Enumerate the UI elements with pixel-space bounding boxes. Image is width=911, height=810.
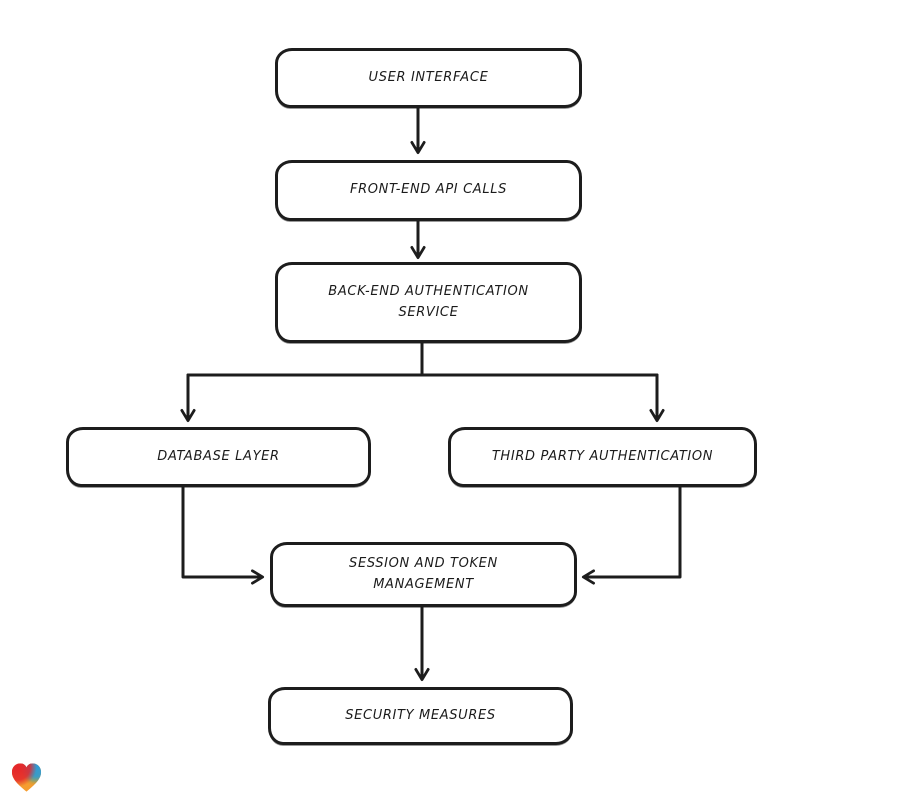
node-label: DATABASE LAYER	[157, 448, 280, 464]
node-label: FRONT-END API CALLS	[349, 182, 508, 198]
node-frontend-api-calls: FRONT-END API CALLS	[275, 160, 582, 221]
node-backend-auth-service: BACK-END AUTHENTICATION SERVICE	[275, 262, 582, 343]
node-label: SECURITY MEASURES	[345, 707, 496, 723]
node-third-party-auth: THIRD PARTY AUTHENTICATION	[448, 427, 757, 487]
node-database-layer: DATABASE LAYER	[66, 427, 371, 487]
gradient-heart-icon	[11, 763, 42, 792]
node-user-interface: USER INTERFACE	[275, 48, 582, 108]
node-label: BACK-END AUTHENTICATION SERVICE	[328, 283, 529, 320]
node-session-token-mgmt: SESSION AND TOKEN MANAGEMENT	[270, 542, 577, 607]
node-label: THIRD PARTY AUTHENTICATION	[491, 448, 714, 464]
node-security-measures: SECURITY MEASURES	[268, 687, 573, 745]
edge-thirdparty-to-session	[581, 485, 682, 585]
node-label: SESSION AND TOKEN MANAGEMENT	[349, 555, 498, 592]
edge-database-to-session	[181, 485, 265, 585]
node-label: USER INTERFACE	[368, 69, 489, 85]
